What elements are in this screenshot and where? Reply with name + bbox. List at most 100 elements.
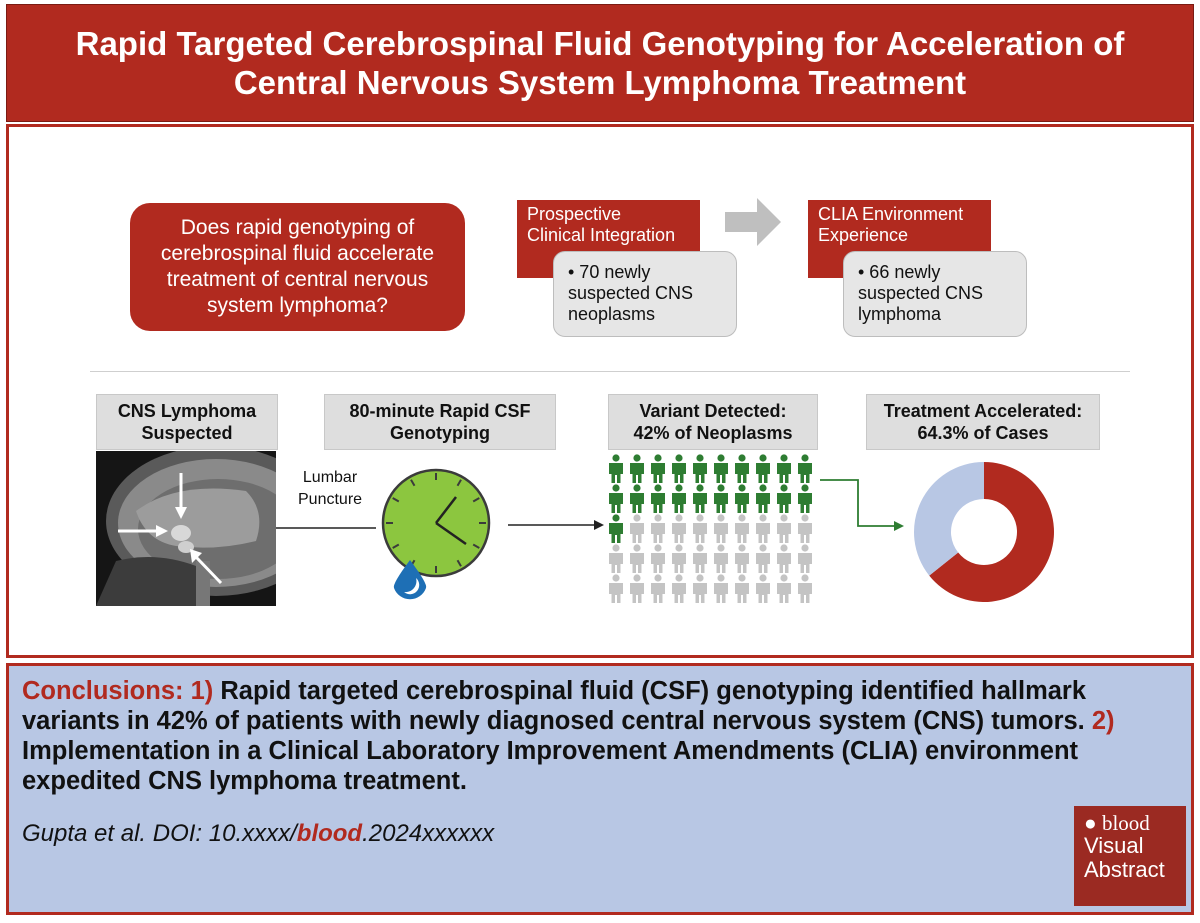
- citation-journal: blood: [296, 820, 363, 847]
- person-icon: [777, 484, 791, 513]
- person-icon: [756, 514, 770, 543]
- arrow-right-icon: [508, 520, 604, 530]
- person-icon: [651, 514, 665, 543]
- cohort-bullet-line-1: • 70 newly: [568, 262, 651, 282]
- people-grid: [609, 454, 812, 603]
- conclusions-text: Conclusions: 1) Rapid targeted cerebrosp…: [22, 676, 1172, 796]
- person-icon: [714, 574, 728, 603]
- person-icon: [735, 574, 749, 603]
- person-icon: [735, 544, 749, 573]
- step-line-2: 42% of Neoplasms: [633, 423, 793, 443]
- logo-line-1: Visual: [1084, 833, 1144, 858]
- step-line-1: Treatment Accelerated:: [883, 401, 1083, 421]
- person-icon: [777, 574, 791, 603]
- person-icon: [756, 574, 770, 603]
- person-icon: [609, 514, 623, 543]
- page-title: Rapid Targeted Cerebrospinal Fluid Genot…: [76, 24, 1125, 102]
- person-icon: [693, 514, 707, 543]
- person-icon: [672, 544, 686, 573]
- donut-slice-other: [914, 462, 984, 576]
- person-icon: [756, 484, 770, 513]
- person-icon: [798, 544, 812, 573]
- person-icon: [798, 484, 812, 513]
- cohort-tab-line-1: CLIA Environment: [818, 204, 964, 224]
- person-icon: [735, 454, 749, 483]
- person-icon: [609, 454, 623, 483]
- section-divider: [90, 371, 1130, 372]
- lumbar-line-1: Lumbar: [302, 469, 358, 486]
- citation-suffix: .2024xxxxxx: [362, 820, 495, 847]
- title-banner: Rapid Targeted Cerebrospinal Fluid Genot…: [6, 4, 1194, 122]
- cohort-card-prospective: • 70 newly suspected CNS neoplasms: [553, 251, 737, 337]
- step-line-2: Suspected: [141, 423, 233, 443]
- person-icon: [672, 484, 686, 513]
- step-line-2: 64.3% of Cases: [917, 423, 1049, 443]
- person-icon: [798, 514, 812, 543]
- person-icon: [798, 574, 812, 603]
- person-icon: [651, 454, 665, 483]
- person-icon: [609, 544, 623, 573]
- conclusion-2-number: 2): [1091, 707, 1115, 735]
- person-icon: [672, 454, 686, 483]
- person-icon: [777, 454, 791, 483]
- person-icon: [630, 544, 644, 573]
- lumbar-line-2: Puncture: [298, 491, 363, 508]
- cohort-bullet-line-2: suspected CNS: [568, 283, 694, 303]
- drop-logo-icon: ●: [1084, 811, 1097, 835]
- cohort-tab-line-2: Experience: [818, 225, 909, 245]
- person-icon: [651, 484, 665, 513]
- person-icon: [630, 514, 644, 543]
- logo-brand: blood: [1101, 811, 1150, 835]
- person-icon: [693, 574, 707, 603]
- step-line-1: Variant Detected:: [639, 401, 787, 421]
- cohort-bullet-line-1: • 66 newly: [858, 262, 941, 282]
- mri-brain-illustration: [96, 451, 276, 606]
- person-icon: [714, 484, 728, 513]
- mri-brain-image: [96, 451, 276, 606]
- person-icon: [672, 574, 686, 603]
- person-icon: [798, 454, 812, 483]
- step-line-1: 80-minute Rapid CSF: [349, 401, 531, 421]
- cohort-bullet-line-3: neoplasms: [568, 304, 656, 324]
- cohort-bullet-line-2: suspected CNS: [858, 283, 984, 303]
- person-icon: [693, 454, 707, 483]
- arrow-right-icon: [725, 198, 781, 246]
- water-drop-icon: [393, 560, 427, 600]
- citation: Gupta et al. DOI: 10.xxxx/blood.2024xxxx…: [22, 820, 494, 848]
- person-icon: [693, 544, 707, 573]
- donut-chart: [914, 462, 1054, 602]
- person-icon: [651, 574, 665, 603]
- person-icon: [777, 544, 791, 573]
- cohort-card-clia: • 66 newly suspected CNS lymphoma: [843, 251, 1027, 337]
- person-icon: [672, 514, 686, 543]
- logo-line-2: Abstract: [1084, 857, 1165, 882]
- step-label-variant: Variant Detected:42% of Neoplasms: [608, 394, 818, 450]
- person-icon: [714, 514, 728, 543]
- person-icon: [609, 574, 623, 603]
- person-icon: [630, 574, 644, 603]
- question-box: Does rapid genotyping of cerebrospinal f…: [130, 203, 465, 331]
- person-icon: [756, 544, 770, 573]
- question-text: Does rapid genotyping of cerebrospinal f…: [160, 216, 435, 317]
- citation-prefix: Gupta et al. DOI: 10.xxxx/: [22, 820, 297, 847]
- person-icon: [735, 514, 749, 543]
- person-icon: [735, 484, 749, 513]
- person-icon: [630, 454, 644, 483]
- donut-slice-accelerated: [929, 462, 1054, 602]
- clock-icon: [381, 468, 491, 600]
- person-icon: [609, 484, 623, 513]
- step-label-treatment: Treatment Accelerated:64.3% of Cases: [866, 394, 1100, 450]
- conclusions-panel: [6, 663, 1194, 915]
- lumbar-puncture-label: Lumbar Puncture: [298, 467, 362, 511]
- cohort-tab-line-1: Prospective: [527, 204, 622, 224]
- cohort-bullet-line-3: lymphoma: [858, 304, 942, 324]
- step-line-2: Genotyping: [390, 423, 490, 443]
- cohort-tab-line-2: Clinical Integration: [527, 225, 676, 245]
- person-icon: [693, 484, 707, 513]
- person-icon: [756, 454, 770, 483]
- connector-line: [276, 527, 376, 529]
- step-line-1: CNS Lymphoma: [117, 401, 257, 421]
- conclusion-2: Implementation in a Clinical Laboratory …: [22, 737, 1079, 795]
